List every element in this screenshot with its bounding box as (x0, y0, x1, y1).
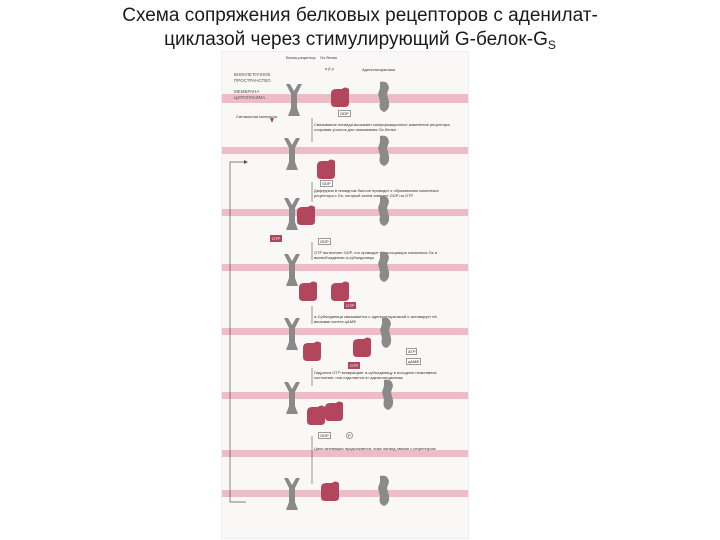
title-subscript: S (547, 38, 556, 52)
header-subunits-label: α β γ (325, 66, 334, 71)
receptor (284, 318, 300, 350)
g-protein-complex (331, 87, 349, 107)
g-protein-complex (325, 401, 343, 421)
gtp-label: GTP (344, 302, 357, 309)
alpha-subunit (331, 281, 349, 301)
g-protein-word: белок (326, 55, 337, 60)
header-cyclase-label: Аденилатциклаза (362, 67, 395, 72)
receptor (284, 138, 300, 170)
gtp-label: GTP (348, 362, 361, 369)
adenylate-cyclase (378, 475, 390, 506)
title-line-2-main: циклазой через стимулирующий G-белок-G (164, 29, 548, 50)
receptor (284, 254, 300, 286)
signaling-figure: Белок-рецептор Gs белок α β γ Аденилатци… (222, 52, 468, 538)
adenylate-cyclase (378, 195, 390, 226)
g-protein-complex (317, 159, 335, 179)
g-protein-letter: G (320, 55, 324, 60)
step-caption: Гидролиз GTP возвращает α-субъединицу в … (314, 370, 437, 380)
membrane-band (222, 392, 468, 399)
adenylate-cyclase (378, 135, 390, 166)
beta-gamma-complex (303, 341, 321, 361)
camp-label: цАМФ (406, 358, 422, 365)
cycle-return-arrow (229, 161, 246, 503)
region-label: ПРОСТРАНСТВО (234, 78, 271, 83)
g-protein-complex (299, 281, 317, 301)
title-line-1: Схема сопряжения белковых рецепторов с а… (122, 5, 598, 26)
step-caption: Диффузия в липидном бислое приводит к об… (314, 188, 439, 198)
membrane-band (222, 209, 468, 216)
title-line-2: циклазой через стимулирующий G-белок-GS (0, 28, 720, 53)
region-label: МЕМБРАНА (234, 89, 260, 94)
gdp-label: GDP (320, 180, 333, 187)
g-protein-complex (297, 205, 315, 225)
slide-title: Схема сопряжения белковых рецепторов с а… (0, 4, 720, 53)
gdp-label: GDP (338, 110, 351, 117)
g-protein-sub: s (323, 55, 326, 60)
header-g-protein-label: Gs белок (320, 55, 337, 60)
adenylate-cyclase (378, 251, 390, 282)
membrane-band (222, 147, 468, 154)
g-protein-complex (307, 405, 325, 425)
arrowhead (244, 160, 248, 164)
receptor (286, 84, 302, 116)
membrane-band (222, 490, 468, 497)
region-labels: ВНЕКЛЕТОЧНОЕ ПРОСТРАНСТВО МЕМБРАНА ЦИТОП… (234, 72, 271, 101)
g-protein-complex (321, 481, 339, 501)
step-caption: Цикл активации продолжается, пока лиганд… (314, 446, 436, 451)
atp-label: ATP (406, 348, 418, 355)
alpha-subunit (353, 337, 371, 357)
gdp-label: GDP (318, 432, 331, 439)
membrane-band (222, 328, 468, 335)
step-caption: GTP вытесняет GDP, что приводит к диссоц… (314, 250, 438, 260)
adenylate-cyclase (378, 81, 390, 112)
region-label: ВНЕКЛЕТОЧНОЕ (234, 72, 271, 77)
signal-molecule (270, 118, 274, 123)
adenylate-cyclase (380, 317, 392, 348)
region-label: ЦИТОПЛАЗМА (234, 95, 266, 100)
step-caption: α-Субъединица связывается с аденилатцикл… (314, 314, 438, 324)
membrane-band (222, 264, 468, 271)
pathway-drawing (229, 81, 394, 510)
step-caption: Связывание лиганда вызывает конформацион… (314, 122, 451, 132)
receptor (284, 478, 300, 510)
header-receptor-label: Белок-рецептор (286, 55, 316, 60)
receptor (284, 382, 300, 414)
adenylate-cyclase (382, 379, 394, 410)
pi-label: P (346, 432, 353, 439)
membrane-band (222, 450, 468, 457)
gtp-label: GTP (270, 235, 283, 242)
gdp-label: GDP (318, 238, 331, 245)
signal-molecule-label: Сигнальная молекула (236, 114, 277, 119)
